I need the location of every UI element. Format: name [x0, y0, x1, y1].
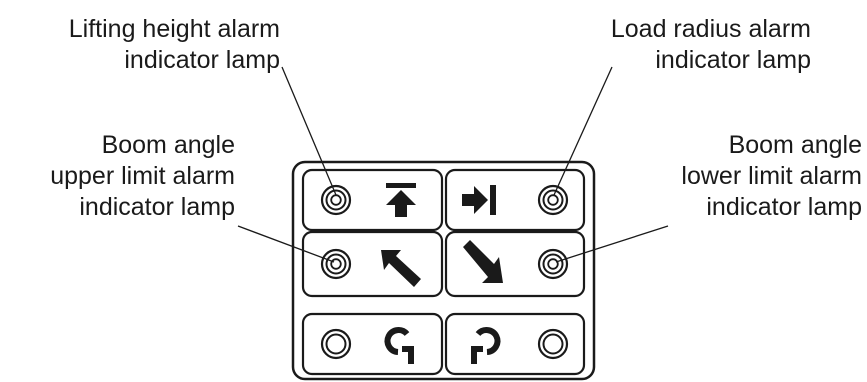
swing-right-icon: [471, 327, 501, 364]
boom-lower-limit-lamp-icon: [537, 248, 569, 280]
label-line: upper limit alarm: [50, 162, 235, 190]
load-radius-lamp-icon: [537, 184, 569, 216]
lifting-height-lamp-icon: [320, 184, 352, 216]
boom-upper-limit-leader-line: [237, 225, 335, 263]
swing-left-button[interactable]: [301, 312, 444, 376]
boom-lower-limit-label: Boom angle lower limit alarm indicator l…: [620, 130, 862, 223]
boom-lower-limit-button[interactable]: [444, 230, 586, 298]
swing-left-icon: [384, 327, 414, 364]
load-radius-button[interactable]: [444, 168, 586, 232]
label-line: Load radius alarm: [610, 15, 811, 43]
label-line: indicator lamp: [655, 46, 811, 74]
boom-upper-limit-label: Boom angle upper limit alarm indicator l…: [12, 130, 235, 223]
label-line: indicator lamp: [706, 193, 862, 221]
swing-left-lamp-icon: [320, 328, 352, 360]
boom-upper-limit-lamp-icon: [320, 248, 352, 280]
label-line: lower limit alarm: [681, 162, 862, 190]
label-line: Lifting height alarm: [68, 15, 280, 43]
label-line: Boom angle: [101, 131, 235, 159]
load-radius-leader-line: [553, 66, 613, 196]
boom-lower-limit-leader-line: [555, 225, 669, 263]
boom-raise-icon: [381, 250, 421, 287]
label-line: Boom angle: [728, 131, 862, 159]
lifting-height-label: Lifting height alarm indicator lamp: [12, 14, 280, 76]
lifting-height-icon: [386, 183, 416, 217]
leader-lines: [237, 66, 669, 263]
load-radius-icon: [462, 185, 496, 215]
boom-lower-icon: [463, 240, 503, 283]
label-line: indicator lamp: [79, 193, 235, 221]
swing-right-lamp-icon: [537, 328, 569, 360]
label-line: indicator lamp: [124, 46, 280, 74]
load-radius-label: Load radius alarm indicator lamp: [568, 14, 811, 76]
lifting-height-leader-line: [281, 66, 337, 196]
